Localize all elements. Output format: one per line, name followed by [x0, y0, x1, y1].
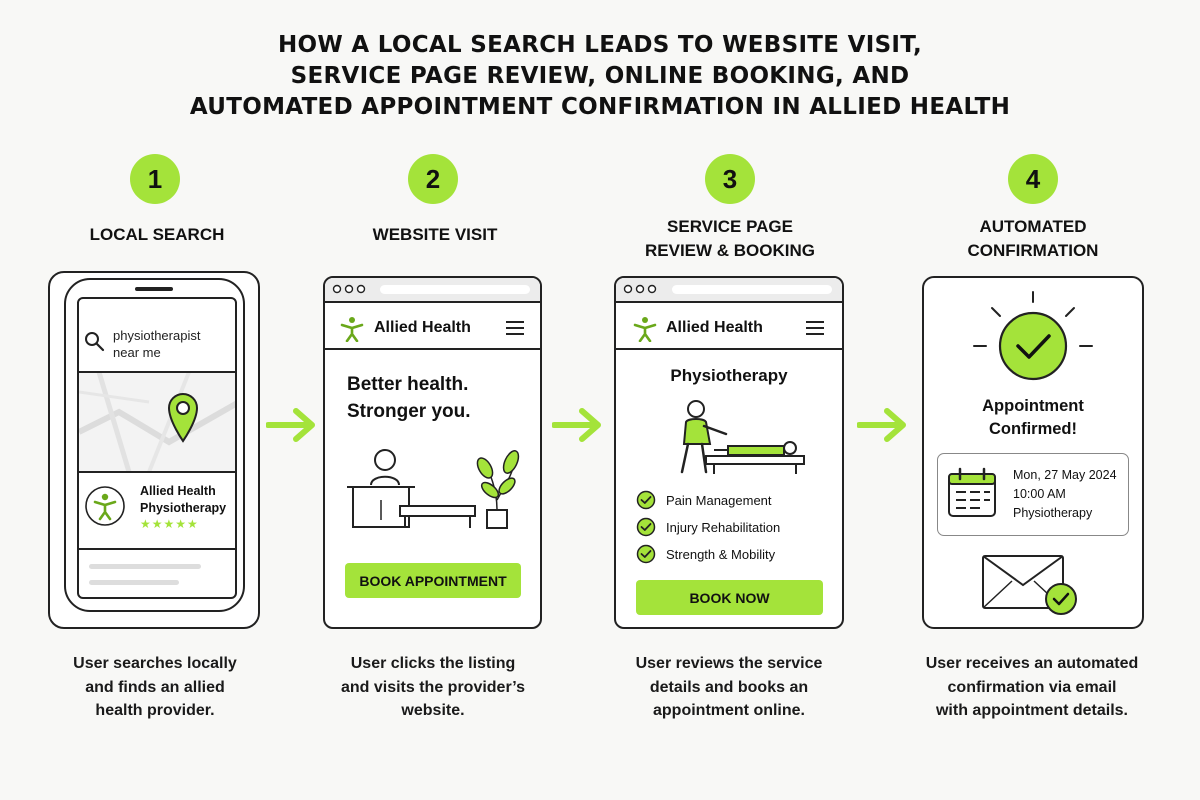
- check-circle-icon: [636, 544, 656, 564]
- step-label-line: WEBSITE VISIT: [372, 225, 498, 244]
- clinic-illustration-icon: [347, 449, 520, 529]
- confirmation-line: Confirmed!: [989, 420, 1077, 438]
- caption-line: with appointment details.: [935, 702, 1128, 719]
- physio-logo-icon: [340, 317, 364, 342]
- step-label-line: CONFIRMATION: [967, 241, 1099, 260]
- confirmation-heading: Appointment Confirmed!: [922, 395, 1144, 441]
- book-now-button[interactable]: BOOK NOW: [636, 580, 823, 615]
- arrow-right-icon: [552, 408, 601, 442]
- appointment-time: 10:00 AM: [1013, 487, 1066, 501]
- search-icon: [85, 332, 105, 352]
- arrow-right-icon: [857, 408, 906, 442]
- caption-line: User clicks the listing: [350, 655, 516, 672]
- phone-screen: [77, 297, 237, 599]
- check-burst-icon: [973, 291, 1093, 381]
- window-dots-icon: [623, 284, 657, 294]
- step-2-badge: 2: [408, 154, 458, 204]
- feature-item: Pain Management: [666, 493, 772, 508]
- address-bar[interactable]: [672, 285, 832, 294]
- search-query-line: near me: [113, 345, 161, 360]
- caption-line: appointment online.: [653, 702, 805, 719]
- map-pin-icon: [167, 393, 199, 443]
- step-label-line: SERVICE PAGE: [667, 217, 793, 236]
- step-2-label: WEBSITE VISIT: [285, 223, 585, 247]
- caption-line: details and books an: [649, 678, 809, 696]
- hero-line: Stronger you.: [347, 401, 471, 422]
- title-line: SERVICE PAGE REVIEW, ONLINE BOOKING, AND: [290, 63, 910, 89]
- brand-name[interactable]: Allied Health: [666, 319, 763, 336]
- search-query-line: physiotherapist: [113, 328, 201, 343]
- listing-name-line: Physiotherapy: [140, 501, 227, 515]
- step-3-caption: User reviews the service details and boo…: [584, 652, 874, 723]
- search-query: physiotherapist near me: [113, 327, 200, 361]
- brand-name[interactable]: Allied Health: [374, 319, 471, 336]
- hero-heading: Better health. Stronger you.: [347, 371, 471, 425]
- step-3-badge: 3: [705, 154, 755, 204]
- confirmation-line: Appointment: [982, 397, 1084, 415]
- step-label-line: AUTOMATED: [979, 217, 1087, 236]
- hamburger-menu-icon[interactable]: [505, 320, 525, 336]
- service-title: Physiotherapy: [670, 366, 788, 385]
- appointment-service: Physiotherapy: [1013, 506, 1093, 520]
- caption-line: health provider.: [95, 702, 215, 719]
- step-4-badge: 4: [1008, 154, 1058, 204]
- rating-stars: ★★★★★: [140, 517, 199, 531]
- physio-logo-icon: [633, 317, 657, 342]
- step-1-label: LOCAL SEARCH: [7, 223, 307, 247]
- hamburger-menu-icon[interactable]: [805, 320, 825, 336]
- book-appointment-button[interactable]: BOOK APPOINTMENT: [345, 563, 521, 598]
- step-4-caption: User receives an automated confirmation …: [887, 652, 1177, 723]
- caption-line: website.: [401, 702, 465, 719]
- step-4-label: AUTOMATED CONFIRMATION: [883, 215, 1183, 263]
- feature-item: Strength & Mobility: [666, 547, 776, 562]
- diagram-title: HOW A LOCAL SEARCH LEADS TO WEBSITE VISI…: [0, 30, 1200, 123]
- title-line: AUTOMATED APPOINTMENT CONFIRMATION IN AL…: [189, 94, 1011, 120]
- step-1-caption: User searches locally and finds an allie…: [10, 652, 300, 723]
- listing-name[interactable]: Allied Health Physiotherapy: [140, 483, 226, 517]
- feature-item: Injury Rehabilitation: [666, 520, 781, 535]
- window-dots-icon: [332, 284, 366, 294]
- step-2-caption: User clicks the listing and visits the p…: [288, 652, 578, 723]
- map-icon: [79, 372, 235, 472]
- arrow-right-icon: [266, 408, 315, 442]
- email-check-icon: [982, 555, 1077, 615]
- title-line: HOW A LOCAL SEARCH LEADS TO WEBSITE VISI…: [277, 32, 923, 58]
- caption-line: confirmation via email: [947, 678, 1117, 696]
- hero-line: Better health.: [347, 374, 469, 395]
- step-3-label: SERVICE PAGE REVIEW & BOOKING: [580, 215, 880, 263]
- physio-treatment-icon: [680, 400, 805, 474]
- check-circle-icon: [636, 490, 656, 510]
- step-label-line: LOCAL SEARCH: [89, 225, 225, 244]
- caption-line: and visits the provider’s: [340, 678, 526, 696]
- listing-name-line: Allied Health: [140, 484, 216, 498]
- calendar-icon: [948, 467, 996, 517]
- caption-line: User receives an automated: [925, 655, 1139, 672]
- caption-line: and finds an allied: [85, 678, 225, 696]
- check-circle-icon: [636, 517, 656, 537]
- phone-speaker: [135, 287, 173, 291]
- physio-logo-icon: [85, 486, 125, 526]
- caption-line: User reviews the service: [635, 655, 823, 672]
- address-bar[interactable]: [380, 285, 530, 294]
- step-label-line: REVIEW & BOOKING: [644, 241, 815, 260]
- step-1-badge: 1: [130, 154, 180, 204]
- caption-line: User searches locally: [73, 655, 237, 672]
- appointment-date: Mon, 27 May 2024: [1013, 468, 1117, 482]
